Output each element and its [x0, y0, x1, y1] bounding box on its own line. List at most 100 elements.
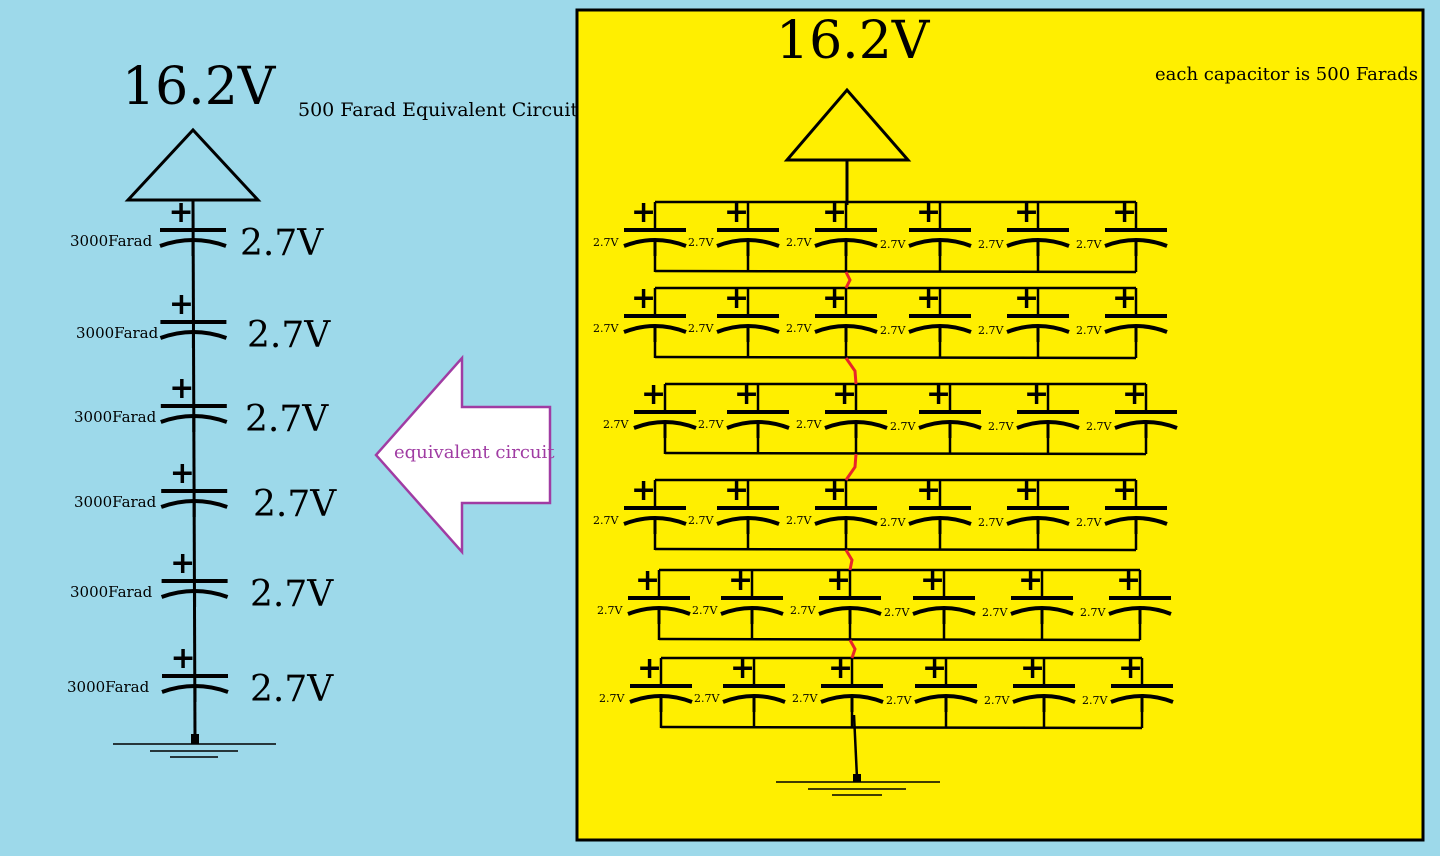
capacitor-icon: + [1006, 281, 1070, 342]
capacitor-icon: + [912, 563, 976, 624]
left-ground-icon [113, 734, 276, 758]
cell-voltage: 2.7V [790, 604, 816, 617]
plus-sign-icon: + [635, 563, 660, 598]
capacitor-rating: 3000Farad [74, 408, 157, 426]
plus-sign-icon: + [916, 195, 941, 230]
capacitor-icon: + [1010, 563, 1074, 624]
capacitor-voltage: 2.7V [247, 315, 331, 356]
plus-sign-icon: + [1024, 377, 1049, 412]
capacitor-icon: + [824, 377, 888, 438]
capacitor-icon: + [160, 456, 228, 517]
plus-sign-icon: + [926, 377, 951, 412]
cell-voltage: 2.7V [1076, 516, 1102, 529]
series-link-wire [844, 357, 858, 385]
cell-voltage: 2.7V [880, 238, 906, 251]
plus-sign-icon: + [826, 563, 851, 598]
bank-row: +2.7V+2.7V+2.7V+2.7V+2.7V+2.7V [593, 281, 1168, 360]
plus-sign-icon: + [1118, 651, 1143, 686]
capacitor-icon: + [918, 377, 982, 438]
left-arrow-icon [374, 354, 552, 556]
cell-voltage: 2.7V [694, 692, 720, 705]
plus-sign-icon: + [728, 563, 753, 598]
capacitor-icon: + [623, 281, 687, 342]
series-link-wire [844, 453, 858, 481]
capacitor-voltage: 2.7V [240, 223, 324, 264]
capacitor-icon: + [722, 651, 786, 712]
plus-sign-icon: + [828, 651, 853, 686]
cell-voltage: 2.7V [593, 236, 619, 249]
capacitor-icon: + [908, 195, 972, 256]
capacitor-icon: + [627, 563, 691, 624]
bottom-bus-wire [654, 355, 1137, 360]
plus-sign-icon: + [1014, 281, 1039, 316]
capacitor-icon: + [161, 641, 229, 702]
plus-sign-icon: + [641, 377, 666, 412]
capacitor-icon: + [633, 377, 697, 438]
capacitor-voltage: 2.7V [245, 399, 329, 440]
cell-voltage: 2.7V [880, 324, 906, 337]
cell-voltage: 2.7V [890, 420, 916, 433]
capacitor-icon: + [1114, 377, 1178, 438]
cell-voltage: 2.7V [1082, 694, 1108, 707]
bank-row: +2.7V+2.7V+2.7V+2.7V+2.7V+2.7V [597, 563, 1172, 642]
plus-sign-icon: + [1112, 281, 1137, 316]
series-capacitor: +3000Farad 2.7V [76, 287, 331, 356]
plus-sign-icon: + [724, 195, 749, 230]
plus-sign-icon: + [169, 287, 194, 322]
capacitor-icon: + [1006, 195, 1070, 256]
capacitor-icon: + [159, 287, 228, 348]
capacitor-icon: + [629, 651, 693, 712]
plus-sign-icon: + [724, 473, 749, 508]
plus-sign-icon: + [170, 546, 195, 581]
capacitor-icon: + [1108, 563, 1172, 624]
cell-voltage: 2.7V [599, 692, 625, 705]
plus-sign-icon: + [169, 195, 194, 230]
equivalent-circuit-title: 500 Farad Equivalent Circuit [298, 99, 578, 121]
bank-row: +2.7V+2.7V+2.7V+2.7V+2.7V+2.7V [593, 473, 1168, 552]
cell-voltage: 2.7V [688, 236, 714, 249]
capacitor-icon: + [820, 651, 884, 712]
bottom-bus-wire [660, 725, 1143, 730]
capacitor-icon: + [814, 281, 878, 342]
left-series-wire [191, 199, 197, 741]
cell-voltage: 2.7V [978, 516, 1004, 529]
capacitor-rating: 3000Farad [70, 232, 153, 250]
bank-row: +2.7V+2.7V+2.7V+2.7V+2.7V+2.7V [593, 195, 1168, 274]
plus-sign-icon: + [822, 473, 847, 508]
cell-voltage: 2.7V [597, 604, 623, 617]
capacitor-rating: 3000Farad [76, 324, 159, 342]
capacitor-icon: + [908, 473, 972, 534]
cell-voltage: 2.7V [688, 322, 714, 335]
plus-sign-icon: + [916, 473, 941, 508]
right-ground-icon [776, 774, 940, 796]
capacitor-icon: + [1006, 473, 1070, 534]
cell-voltage: 2.7V [786, 236, 812, 249]
cell-voltage: 2.7V [1076, 238, 1102, 251]
cell-voltage: 2.7V [692, 604, 718, 617]
plus-sign-icon: + [822, 281, 847, 316]
plus-sign-icon: + [637, 651, 662, 686]
bank-panel [575, 8, 1425, 842]
cell-voltage: 2.7V [1086, 420, 1112, 433]
plus-sign-icon: + [822, 195, 847, 230]
capacitor-icon: + [908, 281, 972, 342]
cell-voltage: 2.7V [982, 606, 1008, 619]
bottom-bus-wire [654, 547, 1137, 552]
plus-sign-icon: + [920, 563, 945, 598]
plus-sign-icon: + [1116, 563, 1141, 598]
cell-voltage: 2.7V [978, 238, 1004, 251]
capacitor-voltage: 2.7V [253, 484, 337, 525]
series-link-wire [844, 271, 852, 289]
left-supply-voltage: 16.2V [122, 57, 277, 117]
plus-sign-icon: + [1112, 473, 1137, 508]
plus-sign-icon: + [631, 195, 656, 230]
cell-voltage: 2.7V [786, 322, 812, 335]
right-supply-voltage: 16.2V [776, 11, 931, 71]
bank-note: each capacitor is 500 Farads [1155, 64, 1418, 85]
cell-voltage: 2.7V [593, 514, 619, 527]
bottom-bus-wire [654, 269, 1137, 274]
cell-voltage: 2.7V [880, 516, 906, 529]
